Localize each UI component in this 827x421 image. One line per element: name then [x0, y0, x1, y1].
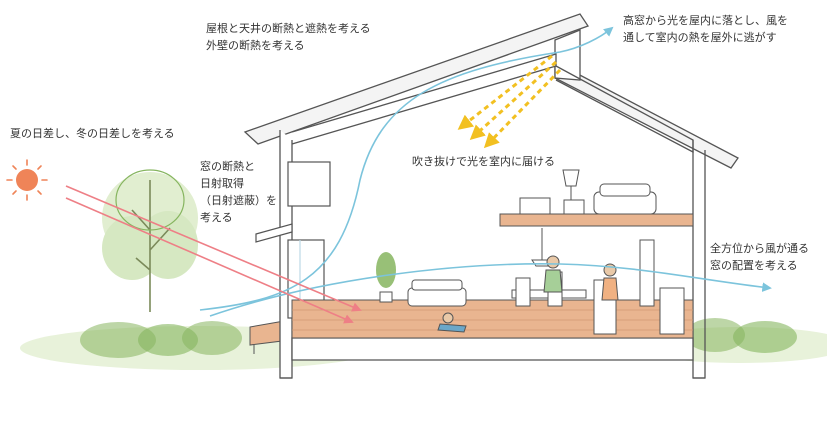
- atrium-line-1: 吹き抜けで光を室内に届ける: [412, 155, 555, 168]
- loft: [499, 169, 694, 227]
- wind-arrows: [199, 26, 772, 317]
- sun-angle-line-1: 夏の日差し、冬の日差しを考える: [10, 127, 175, 140]
- window-insulation-line-1: 窓の断熱と: [200, 160, 255, 173]
- window-insulation-line-3: （日射遮蔽）を: [200, 194, 277, 207]
- high-window-line-1: 高窓から光を屋内に落とし、風を: [623, 14, 788, 27]
- wind-layout-label: 全方位から風が通る 窓の配置を考える: [710, 240, 809, 274]
- house-shell: [243, 13, 739, 379]
- sofa-icon: [593, 183, 657, 215]
- high-window-line-2: 通して室内の熱を屋外に逃がす: [623, 31, 777, 44]
- sun-rays: [65, 185, 362, 324]
- tree-icon: [102, 169, 198, 312]
- high-window-label: 高窓から光を屋内に落とし、風を 通して室内の熱を屋外に逃がす: [623, 12, 788, 46]
- skylight-light: [457, 54, 562, 149]
- window-insulation-label: 窓の断熱と 日射取得 （日射遮蔽）を 考える: [200, 158, 277, 226]
- sofa-icon: [407, 279, 467, 307]
- wind-layout-line-1: 全方位から風が通る: [710, 242, 809, 255]
- window-insulation-line-2: 日射取得: [200, 177, 244, 190]
- plant-icon: [376, 252, 396, 303]
- wind-layout-line-2: 窓の配置を考える: [710, 259, 798, 272]
- living-furniture: [376, 228, 685, 335]
- roof-insulation-line-1: 屋根と天井の断熱と遮熱を考える: [206, 22, 371, 35]
- atrium-label: 吹き抜けで光を室内に届ける: [412, 153, 555, 170]
- roof-insulation-label: 屋根と天井の断熱と遮熱を考える 外壁の断熱を考える: [206, 20, 371, 54]
- sun-icon: [6, 159, 48, 201]
- wood-floor: [291, 299, 694, 339]
- roof-insulation-line-2: 外壁の断熱を考える: [206, 39, 305, 52]
- bushes: [80, 318, 797, 358]
- lamp-icon: [562, 169, 580, 200]
- sun-angle-label: 夏の日差し、冬の日差しを考える: [10, 125, 175, 142]
- window-insulation-line-4: 考える: [200, 211, 233, 224]
